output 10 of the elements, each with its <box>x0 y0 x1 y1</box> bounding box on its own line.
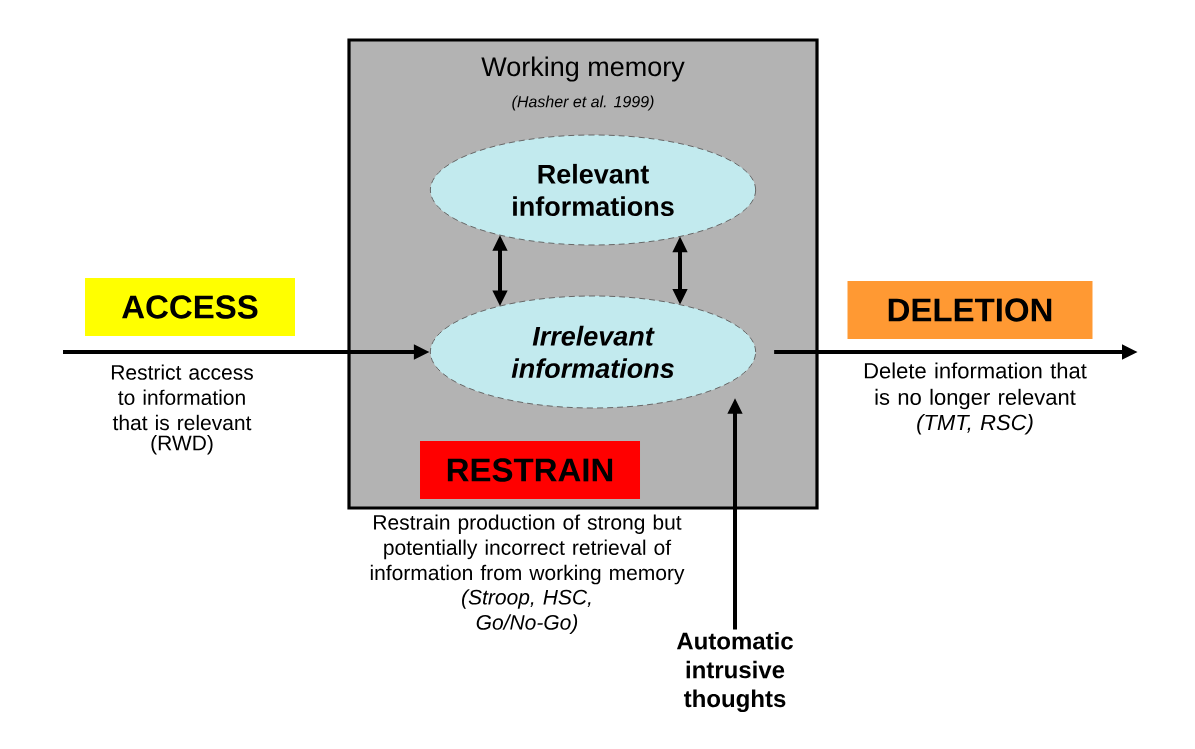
cause-text: Automatic intrusive thoughts <box>676 631 793 713</box>
description-text: Restrict access to information that is relevant <box>111 364 253 431</box>
description-text: (RWD) <box>151 435 213 455</box>
label-box: RESTRAIN <box>420 441 640 499</box>
label-box: ACCESS <box>85 278 295 336</box>
label-box: DELETION <box>847 281 1093 339</box>
citation-text: (TMT, RSC) <box>917 414 1033 435</box>
description-text: Delete information that is no longer relevant <box>864 362 1087 410</box>
description-text: Restrain production of strong but potentially incorrect retrieval of information from working memory <box>370 514 685 585</box>
citation-text: (Stroop, HSC, Go/No-Go) <box>462 589 591 634</box>
